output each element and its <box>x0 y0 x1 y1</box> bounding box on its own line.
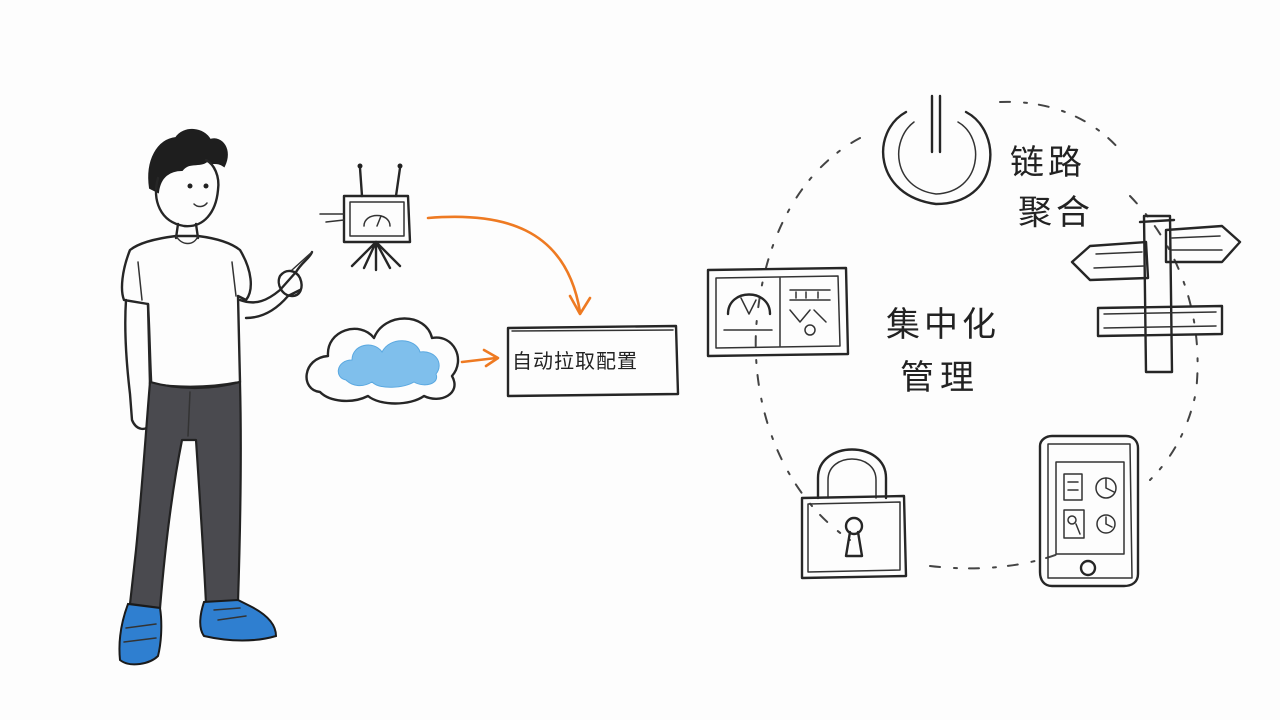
config-box-label: 自动拉取配置 <box>512 349 638 373</box>
person-shoe-left <box>118 602 163 666</box>
person-pants <box>128 380 242 610</box>
centralized-management-label-line1: 集中化 <box>886 305 1000 345</box>
cloud-icon <box>305 317 460 405</box>
cloud-fill <box>337 340 440 388</box>
person-hair <box>148 129 228 194</box>
padlock-icon <box>800 448 908 580</box>
network-device-icon <box>319 163 412 272</box>
person-shoe-right <box>199 598 278 642</box>
signpost-icon <box>1070 214 1242 374</box>
power-icon <box>882 94 992 206</box>
cycle-ring <box>754 100 1199 570</box>
centralized-management-label-line2: 管理 <box>900 358 980 398</box>
arrow-device-to-config <box>426 215 592 316</box>
person-figure <box>118 129 314 666</box>
dashboard-panel-icon <box>706 266 850 358</box>
link-aggregation-label-line2: 聚合 <box>1018 193 1094 233</box>
arrow-cloud-to-config <box>460 348 500 368</box>
smartphone-icon <box>1038 434 1140 588</box>
link-aggregation-label-line1: 链路 <box>1010 143 1086 183</box>
config-box <box>506 324 680 398</box>
